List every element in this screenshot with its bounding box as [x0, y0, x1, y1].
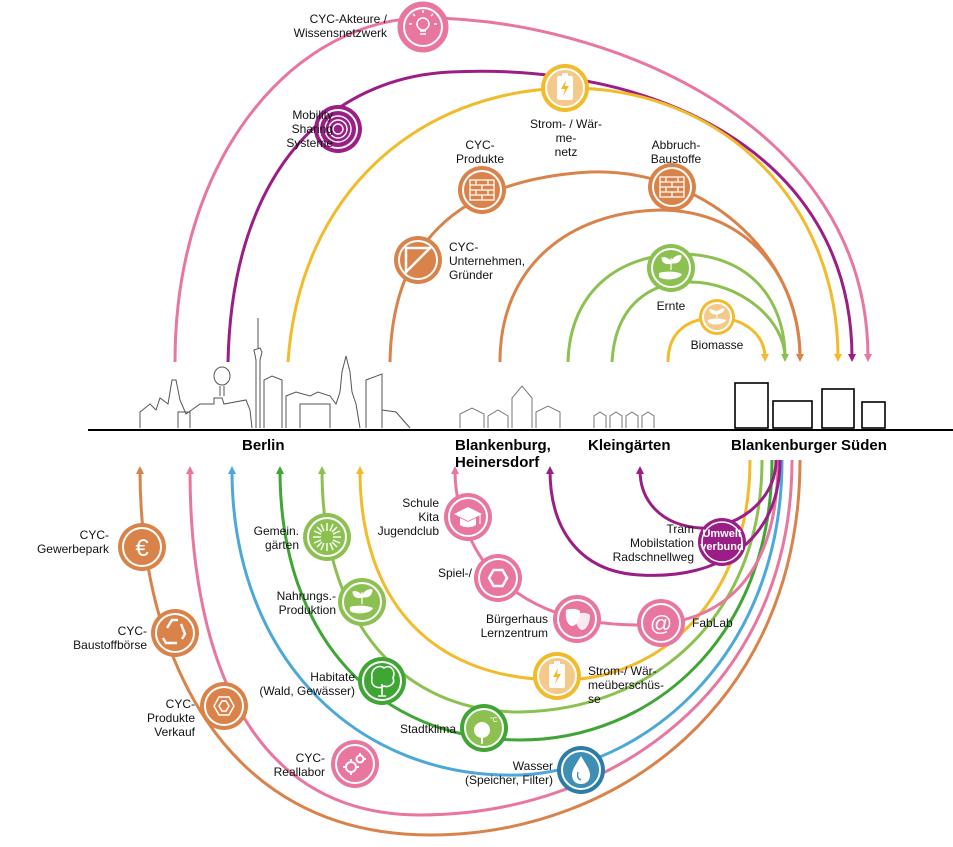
- sueden-buildings: [734, 382, 886, 429]
- battery-icon: [557, 73, 573, 100]
- node-buergerhaus[interactable]: [553, 595, 601, 643]
- node-fablab[interactable]: @: [637, 599, 685, 647]
- label-baustoffboerse: CYC- Baustoffbörse: [73, 624, 147, 652]
- node-baustoffboerse[interactable]: [151, 609, 199, 657]
- label-gewerbepark: CYC- Gewerbepark: [36, 528, 109, 556]
- node-gewerbepark[interactable]: €: [118, 523, 166, 571]
- recycling-icon: [161, 618, 187, 645]
- node-ernte[interactable]: [647, 244, 695, 292]
- euro-icon: €: [135, 535, 149, 562]
- arc-strom-ueberschuss: [356, 459, 752, 682]
- tree-icon: [370, 665, 395, 697]
- arc-cyc-akteure: [173, 16, 872, 363]
- tree-thermometer-icon: °C: [474, 716, 498, 744]
- hexagon-icon: [487, 568, 509, 588]
- seedling-hand-icon: [708, 308, 726, 325]
- label-stadtklima: Stadtklima: [399, 722, 456, 736]
- bricks-icon: [659, 176, 685, 198]
- place-berlin: Berlin: [242, 437, 285, 454]
- lightbulb-icon: [409, 10, 437, 35]
- theater-masks-icon: [565, 608, 590, 630]
- label-ernte: Ernte: [656, 299, 686, 313]
- seedling-hand-icon: [350, 589, 373, 614]
- place-kleingaerten: Kleingärten: [588, 437, 671, 454]
- berlin-skyline: [139, 318, 411, 429]
- label-biomasse: Biomasse: [690, 338, 744, 352]
- node-gemeingaerten[interactable]: [303, 513, 351, 561]
- label-tram: Tram Mobilstation Radschnellweg: [612, 522, 694, 564]
- graduation-cap-icon: [454, 507, 482, 528]
- label-abbruch: Abbruch- Baustoffe: [650, 138, 702, 166]
- node-schule[interactable]: [444, 493, 492, 541]
- label-cyc-unternehmen: CYC- Unternehmen, Gründer: [449, 240, 526, 282]
- node-abbruch[interactable]: [648, 163, 696, 211]
- label-spiel: Spiel-/: [437, 566, 472, 580]
- gears-icon: [343, 753, 366, 775]
- node-spiel[interactable]: [474, 554, 522, 602]
- concentric-circles-icon: [324, 115, 352, 143]
- node-stadtklima[interactable]: °C: [460, 704, 508, 752]
- label-wasser: Wasser (Speicher, Filter): [464, 759, 553, 787]
- node-umweltverbund[interactable]: [698, 518, 746, 566]
- arc-abbruch: [498, 208, 802, 363]
- upper-arcs: [173, 16, 872, 363]
- label-reallabor: CYC- Reallabor: [273, 751, 325, 779]
- label-mobility: Mobility Sharing Systeme: [286, 108, 333, 150]
- svg-text:°C: °C: [490, 716, 498, 724]
- arc-wasser: [228, 459, 784, 777]
- label-produkte-verkauf: CYC- Produkte Verkauf: [146, 697, 195, 739]
- node-biomasse[interactable]: [699, 299, 735, 335]
- node-cyc-produkte[interactable]: [458, 166, 506, 214]
- battery-icon: [549, 661, 565, 688]
- node-habitate[interactable]: [358, 657, 406, 705]
- label-gemeingaerten: Gemein. gärten: [253, 524, 299, 552]
- arc-tram: [546, 459, 782, 577]
- label-strom-netz: Strom- / Wär- me- netz: [530, 117, 602, 159]
- label-strom-ueberschuss: Strom-/ Wär- meüberschüs- se: [588, 664, 665, 706]
- node-nahrung[interactable]: [338, 578, 386, 626]
- nodes: @ °C: [118, 1, 746, 794]
- place-sueden: Blankenburger Süden: [731, 437, 887, 454]
- arc-mobility: [226, 69, 856, 363]
- label-nahrung: Nahrungs.- Produktion: [276, 589, 336, 617]
- node-cyc-akteure[interactable]: [397, 1, 449, 53]
- label-schule: Schule Kita Jugendclub: [377, 496, 439, 538]
- label-fablab: FabLab: [692, 616, 733, 630]
- arc-baustoffboerse: [186, 459, 794, 817]
- arc-habitate: [276, 459, 774, 742]
- node-mobility[interactable]: [314, 105, 362, 153]
- label-cyc-akteure: CYC-Akteure / Wissensnetzwerk: [293, 12, 387, 40]
- label-cyc-produkte: CYC- Produkte: [455, 138, 505, 166]
- node-reallabor[interactable]: [331, 740, 379, 788]
- node-strom-ueberschuss[interactable]: [533, 652, 581, 700]
- seedling-hand-icon: [659, 255, 682, 280]
- blankenburg-skyline: [459, 385, 655, 428]
- node-wasser[interactable]: [557, 746, 605, 794]
- node-cyc-unternehmen[interactable]: [394, 236, 442, 284]
- hexagon-frame-icon: [213, 696, 235, 716]
- arc-tram-inner: [636, 459, 778, 530]
- water-drop-icon: [572, 756, 590, 784]
- triangle-frame-icon: [404, 246, 434, 276]
- place-blankenburg: Blankenburg, Heinersdorf: [455, 437, 551, 471]
- label-umweltverbund: Umwelt verbund: [700, 528, 744, 553]
- sunburst-icon: [313, 523, 341, 551]
- label-buergerhaus: Bürgerhaus Lernzentrum: [480, 612, 548, 640]
- bricks-icon: [469, 179, 495, 201]
- label-habitate: Habitate (Wald, Gewässer): [259, 670, 355, 698]
- node-produkte-verkauf[interactable]: [200, 682, 248, 730]
- node-strom-netz[interactable]: [541, 64, 589, 112]
- at-sign-icon: @: [650, 611, 672, 636]
